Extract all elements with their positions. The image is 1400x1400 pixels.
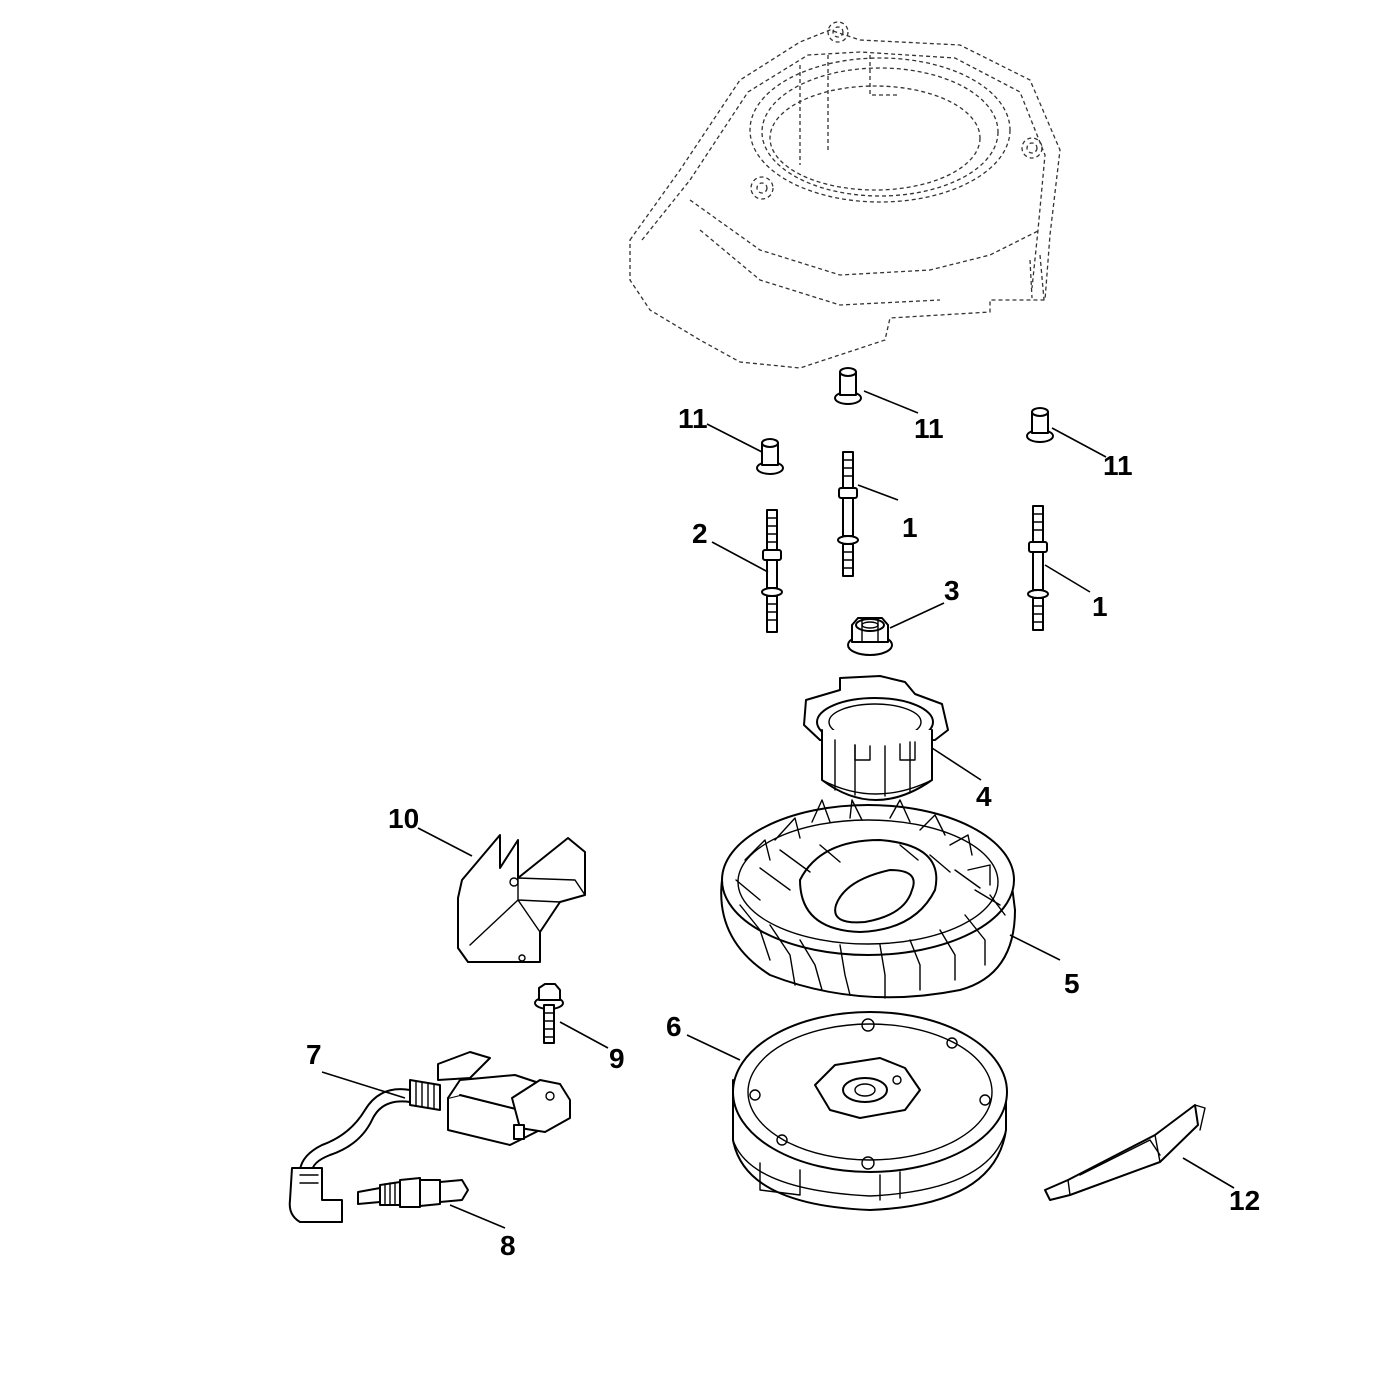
stud-left — [761, 509, 783, 633]
flange-bolt — [534, 983, 564, 1044]
air-vane — [1044, 1104, 1206, 1201]
callout-2: 2 — [692, 518, 708, 549]
callout-11-left: 11 — [678, 403, 708, 434]
leader-lines — [321, 390, 1235, 1229]
callout-11-center: 11 — [914, 413, 944, 444]
flange-nut — [847, 617, 893, 656]
callout-labels: 1 1 2 3 4 5 6 7 8 9 10 11 11 11 12 — [306, 403, 1260, 1261]
callout-1-right: 1 — [1092, 591, 1108, 622]
flywheel-fan — [720, 799, 1016, 999]
ignition-coil — [288, 1051, 571, 1223]
flywheel — [732, 1011, 1008, 1211]
callout-4: 4 — [976, 781, 992, 812]
spark-plug — [357, 1177, 469, 1208]
callout-9: 9 — [609, 1043, 625, 1074]
callout-5: 5 — [1064, 968, 1080, 999]
callout-11-right: 11 — [1103, 450, 1133, 481]
spacer-right — [1026, 407, 1054, 443]
shield-bracket — [457, 834, 586, 963]
callout-6: 6 — [666, 1011, 682, 1042]
callout-8: 8 — [500, 1230, 516, 1261]
stud-center — [837, 451, 859, 577]
blower-housing-phantom — [629, 21, 1061, 369]
stud-right — [1027, 505, 1049, 631]
spacer-left — [756, 438, 784, 475]
spacer-top — [834, 367, 862, 405]
callout-3: 3 — [944, 575, 960, 606]
callout-10: 10 — [388, 803, 419, 834]
callout-7: 7 — [306, 1039, 322, 1070]
callout-12: 12 — [1229, 1185, 1260, 1216]
starter-cup — [803, 675, 949, 801]
callout-1-center: 1 — [902, 512, 918, 543]
